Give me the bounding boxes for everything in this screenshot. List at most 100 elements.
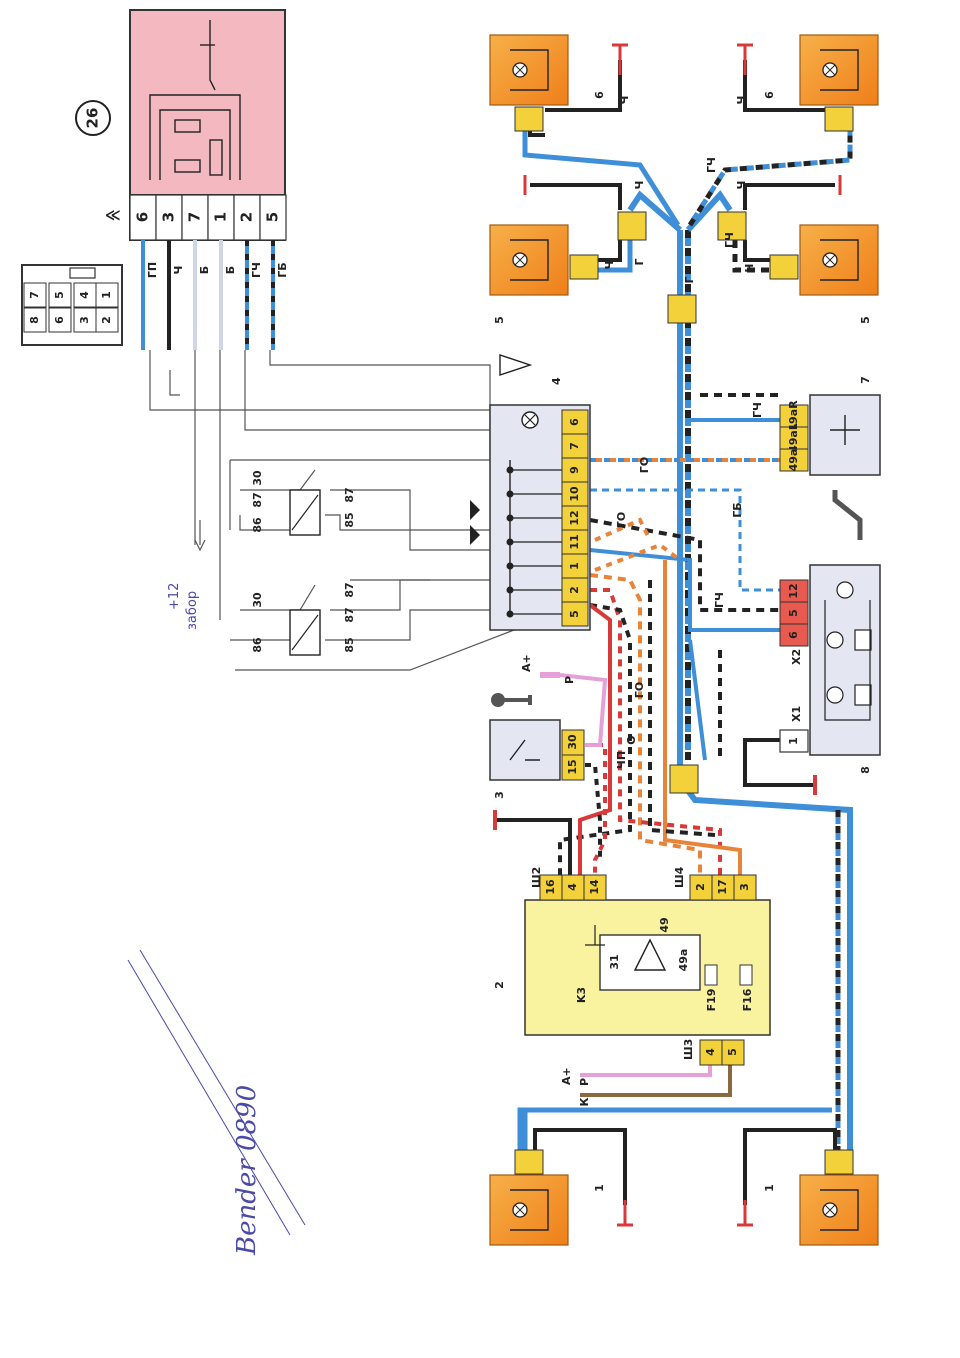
item-number-label: 6: [763, 91, 776, 99]
block2-sh3-pin: 4: [704, 1048, 717, 1056]
block2-inner-label: 49: [658, 917, 671, 932]
block2-connector-sh3: Ш3: [682, 1039, 695, 1060]
item-number-label: 3: [493, 791, 506, 799]
block4-pin-cell: [561, 409, 589, 435]
wire-color-label: ГО: [633, 682, 646, 698]
block4-pin: 9: [568, 466, 581, 474]
connector-pin-cell: [181, 194, 209, 241]
block4-pin: 11: [568, 534, 581, 549]
harness-junction-connector: [717, 211, 747, 241]
relay-terminal-label: 85: [343, 637, 356, 652]
mini-connector-pin: 8: [28, 316, 41, 324]
block2-inner-label: 31: [608, 954, 621, 969]
relay-terminal-label: 87: [343, 487, 356, 502]
mini-connector-pin: 2: [100, 316, 113, 324]
dash8-pin: 6: [787, 631, 800, 639]
power-label-a-plus-bottom: A+: [560, 1067, 573, 1085]
block2-connector-sh2: Ш2: [530, 867, 543, 888]
mini-connector-pin: 1: [100, 291, 113, 299]
mini-connector-pin: 5: [53, 291, 66, 299]
wire-color-label: Ч: [618, 96, 631, 105]
dash8-connector-x1: X1: [790, 706, 803, 722]
block4-pin: 1: [568, 562, 581, 570]
block2-inner-label: K3: [575, 987, 588, 1003]
wire-color-label: ГБ: [731, 502, 744, 517]
wire-color-label: ГО: [615, 512, 628, 528]
block2-sh3-pin-cell: [721, 1039, 745, 1066]
signature: Bender 0890: [232, 1085, 262, 1256]
lamp: [489, 224, 599, 296]
connector-wire-label: Ч: [172, 266, 185, 275]
mini-connector-pin: 7: [28, 291, 41, 299]
switch7-pin-cell: [779, 448, 809, 472]
switch-3: 30 15 A+: [489, 654, 585, 781]
relay-terminal-label: 86: [251, 637, 264, 653]
wire-color-label: Г: [633, 258, 646, 265]
relay-terminal-label: 87: [251, 492, 264, 507]
block2-sh4-pin: 3: [738, 883, 751, 891]
mini-connector-pin-cell: [23, 282, 47, 308]
connector-pin-cell: [207, 194, 235, 241]
block2-inner-label: 49a: [677, 949, 690, 972]
harness-junction-connector: [667, 294, 697, 324]
lamp: [799, 1149, 879, 1246]
block4-pin: 7: [568, 442, 581, 450]
wire-color-label: ГО: [638, 457, 651, 473]
wire-color-label: Ч: [743, 264, 756, 273]
diagram-number: 26: [84, 108, 102, 129]
harness-junction-connector: [669, 764, 699, 794]
block2-inner-label: F19: [705, 989, 718, 1012]
connector-wire-label: ГЧ: [250, 262, 263, 278]
mini-connector-pin: 3: [78, 316, 91, 324]
item-number-label: 8: [859, 766, 872, 774]
lamp: [799, 34, 879, 132]
block2-sh2-pin: 16: [544, 879, 557, 895]
mini-connector-pin: 6: [53, 316, 66, 324]
block4-pin: 10: [568, 486, 581, 502]
lamp-connector: [824, 106, 854, 132]
lamp: [769, 224, 879, 296]
block2-sh2-pin: 4: [566, 883, 579, 891]
connector-pin-number: 5: [264, 212, 282, 222]
block4-pin-cell: [561, 529, 589, 555]
connector-wire-label: Б: [224, 266, 237, 274]
connector-arrow-icon: ≪: [105, 206, 121, 224]
wire-color-label: Р: [563, 676, 576, 684]
block2-sh2-pin: 14: [588, 879, 601, 895]
block2-sh3-pin: 5: [726, 1048, 739, 1056]
switch3-pin-30: 30: [566, 734, 579, 750]
harness-wires: [493, 60, 853, 1205]
wire-color-label: ГЧ: [713, 592, 726, 608]
item-number-label: 5: [859, 316, 872, 324]
wire-color-label: К: [578, 1098, 591, 1107]
relay-terminal-label: 86: [251, 517, 264, 533]
lamp: [489, 34, 569, 132]
block2-inner-label: F16: [741, 988, 754, 1011]
mini-connector-pin-cell: [95, 282, 119, 308]
power-label-a-plus-top: A+: [520, 654, 533, 672]
item-number-label: 1: [593, 1184, 606, 1192]
block4-label: 4: [550, 377, 563, 385]
block2-sh4-pin-cell: [733, 874, 757, 901]
connector-pin-number: 1: [212, 212, 230, 222]
wire-color-label: Р: [578, 1078, 591, 1086]
block2-sh4-pin: 17: [716, 879, 729, 894]
block4-pin: 5: [568, 610, 581, 618]
block2-sh2-pin-cell: [583, 874, 607, 901]
lamp-connector: [824, 1149, 854, 1175]
wire-color-label: ГЧ: [705, 157, 718, 173]
mini-connector-pin-cell: [23, 307, 47, 333]
wire-color-label: ЧП: [615, 751, 628, 769]
wire-color-label: Ч: [735, 181, 748, 190]
mini-connector-pin-cell: [48, 282, 72, 308]
ground-symbols: [523, 43, 842, 1227]
hazard-triangle-icon-2: [633, 938, 667, 971]
annotation-zabor: забор: [185, 591, 200, 630]
wire-color-label: О: [625, 735, 638, 744]
